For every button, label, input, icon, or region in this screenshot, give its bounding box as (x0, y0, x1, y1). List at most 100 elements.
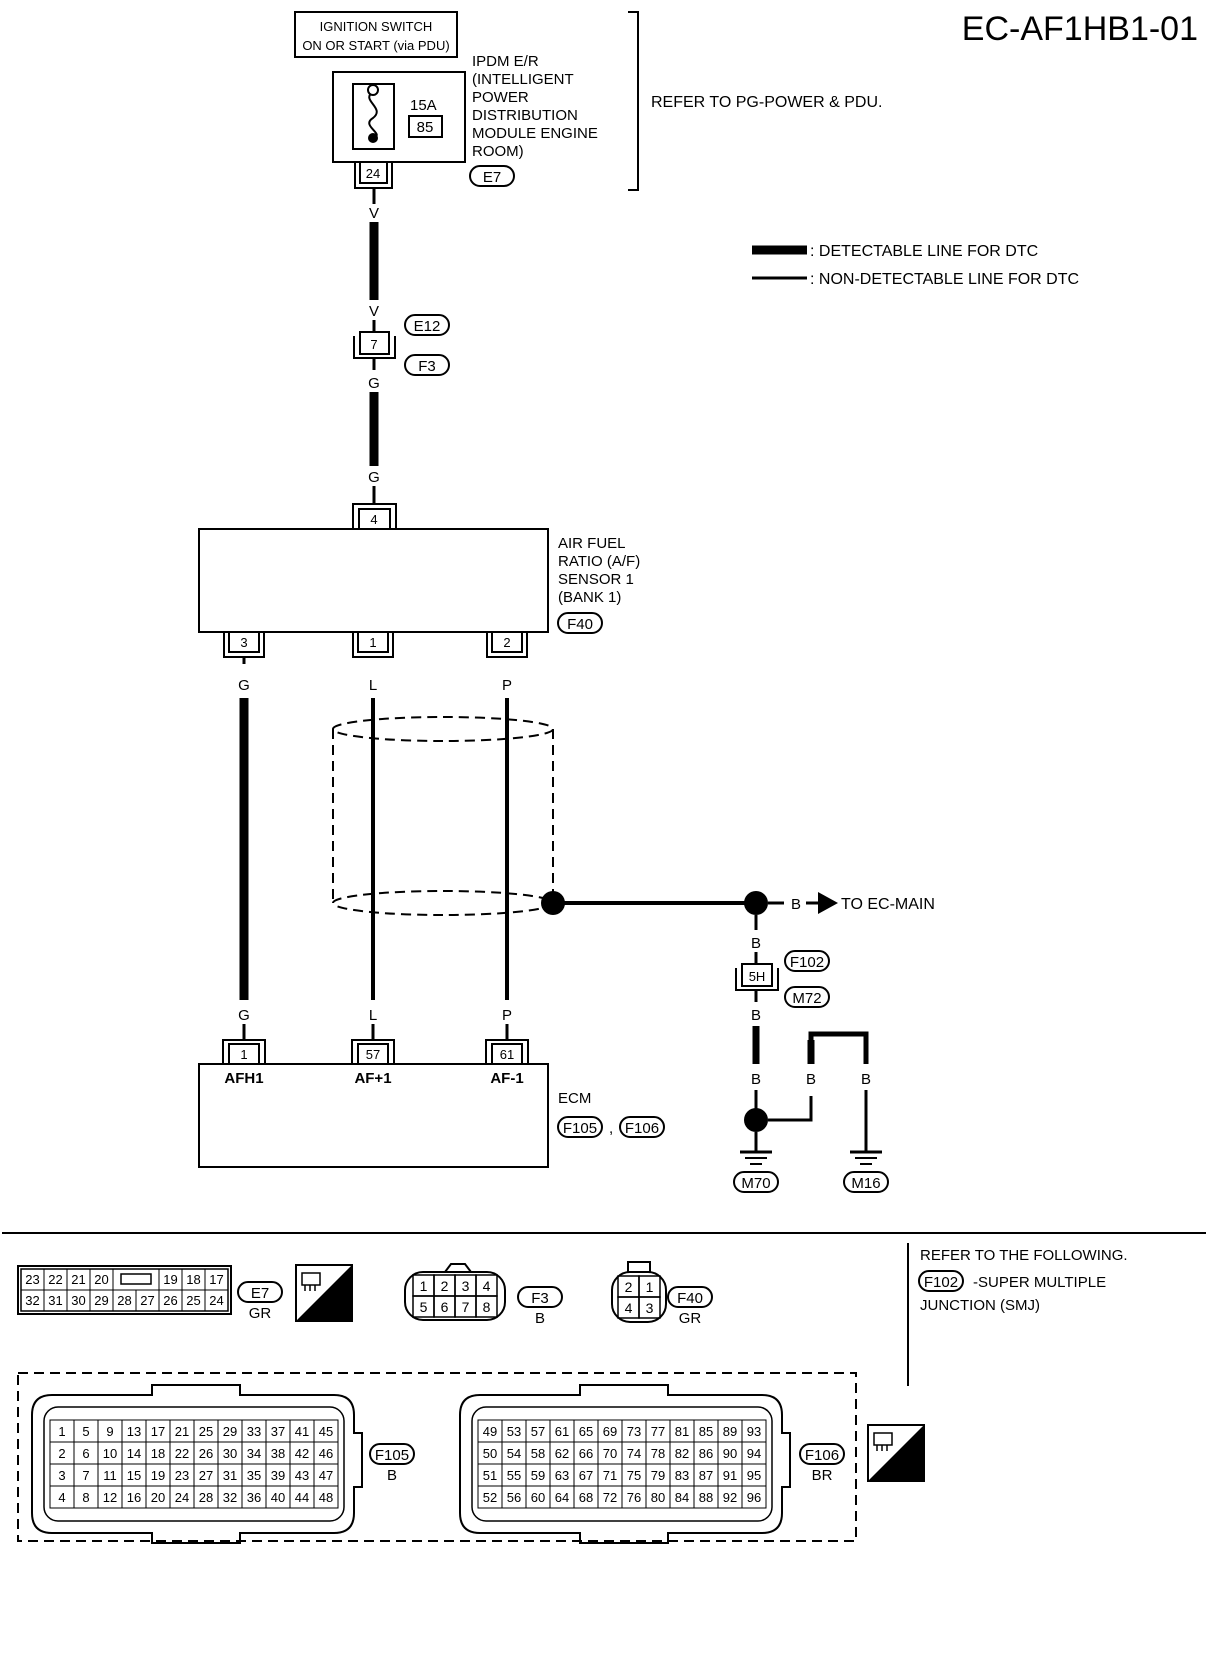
ecm-terminal-57: 57 (351, 1039, 395, 1065)
pin-number: 37 (271, 1424, 285, 1439)
pin-number: 4 (625, 1300, 633, 1316)
pin-number: 36 (247, 1490, 261, 1505)
svg-text:1: 1 (369, 635, 376, 650)
wire-color-sensor2: P (502, 677, 512, 694)
pin-number: 93 (747, 1424, 761, 1439)
splice-point (744, 891, 768, 915)
pin-number: 65 (579, 1424, 593, 1439)
svg-text:DISTRIBUTION: DISTRIBUTION (472, 107, 578, 124)
pin-number: 59 (531, 1468, 545, 1483)
pin-number: 13 (127, 1424, 141, 1439)
connector-icon (873, 1432, 893, 1446)
ipdm-terminal-24: 24 (354, 161, 393, 189)
ground-splice (744, 1108, 768, 1132)
ignition-switch-line1: IGNITION SWITCH (320, 19, 433, 34)
refer-block: REFER TO THE FOLLOWING. F102 -SUPER MULT… (918, 1247, 1128, 1314)
pin-number: 42 (295, 1446, 309, 1461)
pin-number: 3 (462, 1278, 470, 1294)
legend-detectable-label: : DETECTABLE LINE FOR DTC (810, 243, 1038, 260)
pin-number: 79 (651, 1468, 665, 1483)
af-sensor: 4 3 1 2 (198, 503, 549, 658)
pin-number: 83 (675, 1468, 689, 1483)
ecm-body (198, 1063, 549, 1168)
ecm-pin-afh1: AFH1 (224, 1070, 263, 1087)
pin-number: 81 (675, 1424, 689, 1439)
wire-color-b5: B (861, 1071, 871, 1088)
pin-number: 91 (723, 1468, 737, 1483)
ecm-connector-f105: F105 (563, 1120, 597, 1137)
wire-color-sensor1: L (369, 677, 377, 694)
svg-text:24: 24 (366, 166, 380, 181)
pin-number: 82 (675, 1446, 689, 1461)
hs-label: H.S. (312, 1302, 343, 1319)
diagram-title: EC-AF1HB1-01 (962, 10, 1198, 48)
pin-number: 87 (699, 1468, 713, 1483)
pin-number: 2 (58, 1446, 65, 1461)
pin-number: 49 (483, 1424, 497, 1439)
connector-id-f106: F106 (805, 1447, 839, 1464)
wire-color-b4: B (806, 1071, 816, 1088)
wire-color-v-top: V (369, 205, 379, 222)
wire-color-b2: B (751, 1007, 761, 1024)
pin-number: 3 (58, 1468, 65, 1483)
sensor-terminal-1: 1 (352, 631, 394, 658)
sensor-terminal-2: 2 (486, 631, 528, 658)
wire-color-ecm61: P (502, 1007, 512, 1024)
pin-number: 70 (603, 1446, 617, 1461)
pin-number: 20 (94, 1272, 108, 1287)
pin-number: 47 (319, 1468, 333, 1483)
pin-number: 5 (82, 1424, 89, 1439)
pin-number: 46 (319, 1446, 333, 1461)
wire-color-ecm57: L (369, 1007, 377, 1024)
joint-connector-e12: E12 (414, 318, 441, 335)
pin-number: 8 (82, 1490, 89, 1505)
svg-text:M16: M16 (851, 1175, 880, 1192)
ecm-pin-af-plus: AF+1 (354, 1070, 391, 1087)
key-notch (627, 1261, 651, 1273)
ecm-pin-af-minus: AF-1 (490, 1070, 523, 1087)
refer-connector-f102: F102 (924, 1274, 958, 1291)
fuse-box (352, 83, 395, 150)
pin-number: 33 (247, 1424, 261, 1439)
pin-number: 76 (627, 1490, 641, 1505)
pin-number: 31 (48, 1293, 62, 1308)
wire-color-g-top: G (368, 375, 380, 392)
svg-text:AIR FUEL: AIR FUEL (558, 535, 626, 552)
svg-text:E7: E7 (483, 169, 501, 186)
pin-number: 30 (223, 1446, 237, 1461)
pin-number: 55 (507, 1468, 521, 1483)
pin-number: 44 (295, 1490, 309, 1505)
key-notch (443, 1263, 473, 1273)
svg-text:57: 57 (366, 1047, 380, 1062)
hs-badge: H.S. (867, 1424, 925, 1482)
pin-number: 23 (175, 1468, 189, 1483)
legend: : DETECTABLE LINE FOR DTC : NON-DETECTAB… (752, 243, 1079, 288)
pin-number: 9 (106, 1424, 113, 1439)
pin-number: 17 (151, 1424, 165, 1439)
svg-text:MODULE ENGINE: MODULE ENGINE (472, 125, 598, 142)
fuse-icon (368, 91, 378, 139)
svg-text:1: 1 (240, 1047, 247, 1062)
pin-number: 10 (103, 1446, 117, 1461)
pin-number: 39 (271, 1468, 285, 1483)
pin-number: 21 (175, 1424, 189, 1439)
pin-number: 67 (579, 1468, 593, 1483)
pin-number: 15 (127, 1468, 141, 1483)
connector-color-f3: B (535, 1310, 545, 1327)
ecm-terminal-1: 1 (222, 1039, 266, 1065)
pin-number: 45 (319, 1424, 333, 1439)
pin-number: 63 (555, 1468, 569, 1483)
ecm-connector-sep: , (609, 1120, 613, 1137)
wire-color-sensor3: G (238, 677, 250, 694)
svg-text:IPDM E/R: IPDM E/R (472, 53, 539, 70)
pin-number: 35 (247, 1468, 261, 1483)
pin-number: 56 (507, 1490, 521, 1505)
pin-number: 18 (151, 1446, 165, 1461)
connector-id-f105: F105 (375, 1447, 409, 1464)
pin-number: 75 (627, 1468, 641, 1483)
pin-number: 60 (531, 1490, 545, 1505)
wire-color-b1: B (751, 935, 761, 952)
